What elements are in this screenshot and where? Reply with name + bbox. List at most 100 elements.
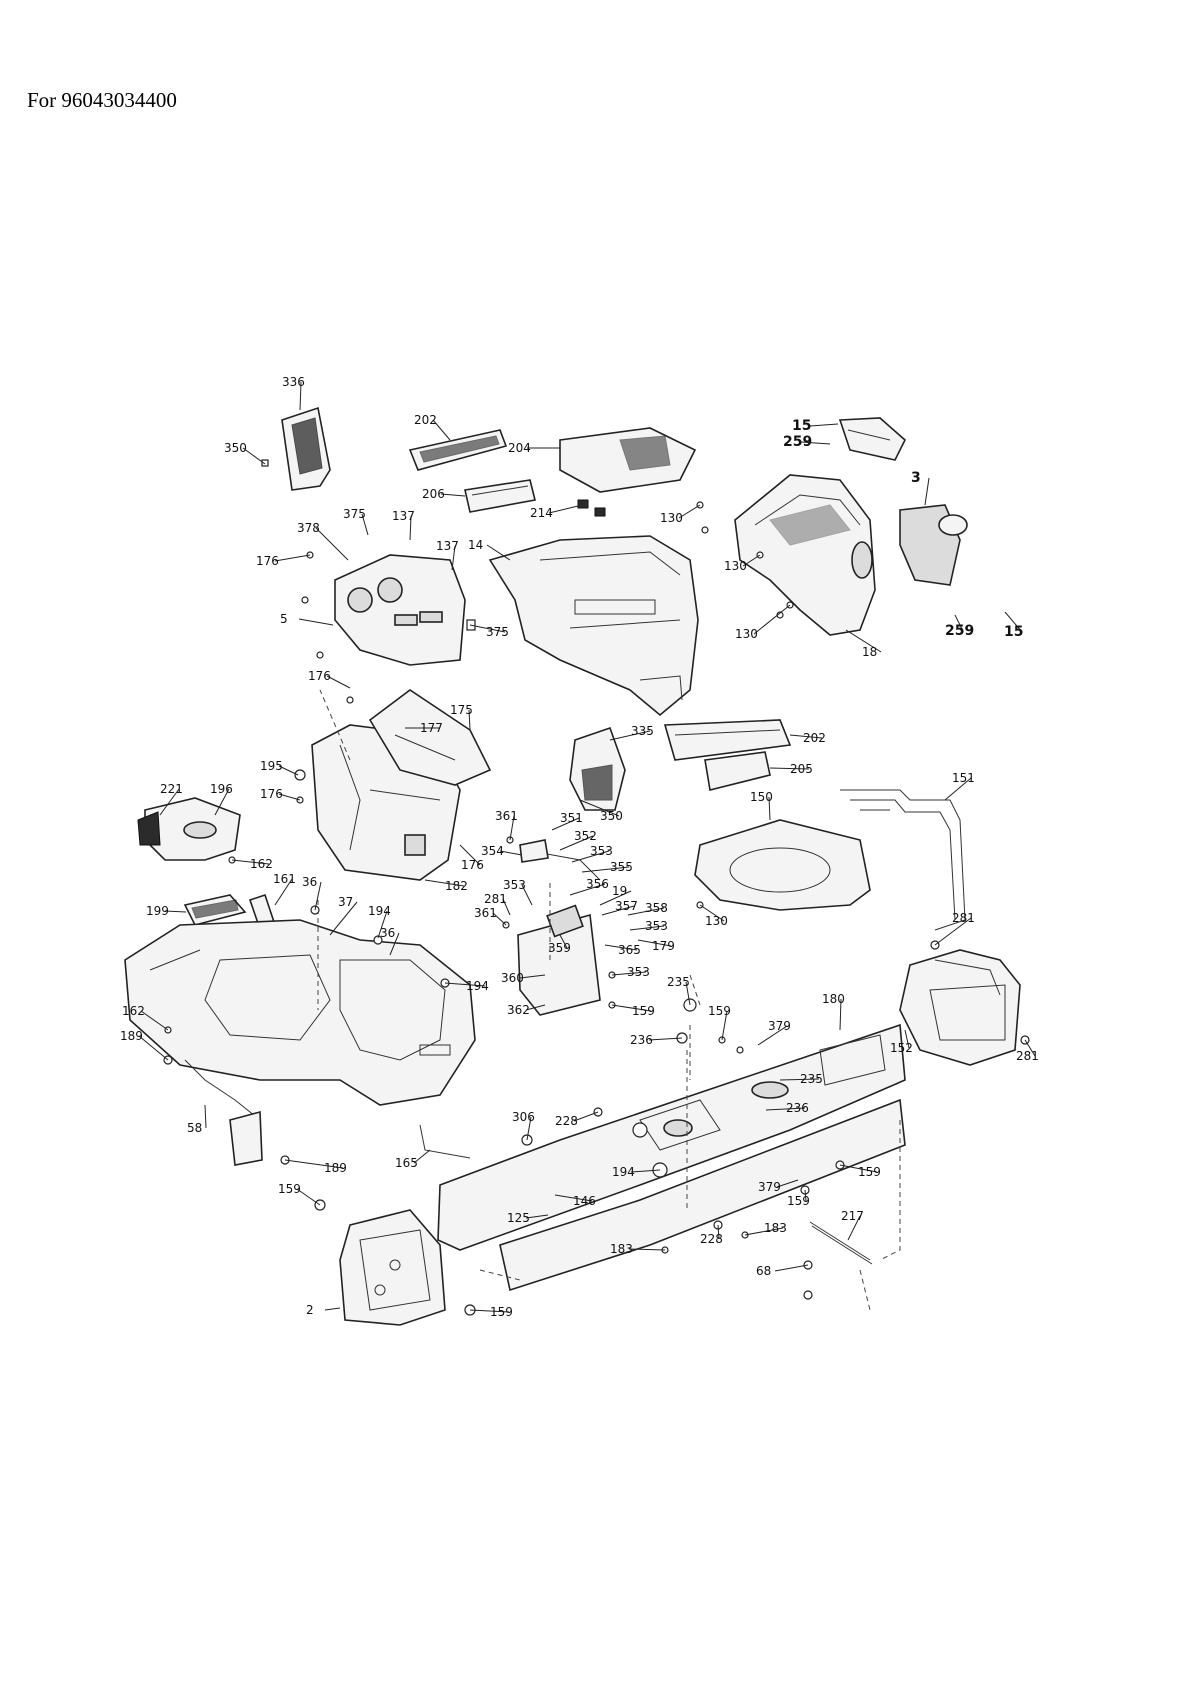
callout-leader-15	[1004, 611, 1023, 633]
callout-leader-353	[629, 925, 665, 931]
callout-leader-183	[744, 1227, 784, 1236]
callout-162: 162	[250, 857, 273, 871]
callout-leader-361	[509, 815, 515, 841]
callout-leader-221	[159, 788, 180, 816]
callout-leader-205	[769, 767, 810, 770]
callout-176: 176	[256, 554, 279, 568]
part-202-grille-lower	[663, 719, 792, 761]
callout-leader-3	[924, 477, 930, 506]
callout-353: 353	[627, 965, 650, 979]
callout-leader-379	[757, 1025, 788, 1046]
callout-leader-182	[424, 879, 465, 887]
callout-leader-354	[499, 850, 523, 856]
callout-leader-378	[315, 527, 349, 561]
callout-leader-353	[571, 850, 610, 863]
callout-130: 130	[735, 627, 758, 641]
callout-2: 2	[306, 1303, 314, 1317]
callout-159: 159	[787, 1194, 810, 1208]
callout-leader-5	[298, 618, 334, 626]
callout-353: 353	[503, 878, 526, 892]
callout-351: 351	[560, 811, 583, 825]
callout-228: 228	[700, 1232, 723, 1246]
part-217-rod	[809, 1221, 873, 1265]
callout-leader-151	[944, 777, 972, 801]
callout-37: 37	[338, 895, 353, 909]
callout-68: 68	[756, 1264, 771, 1278]
callout-leader-259	[800, 441, 831, 445]
callout-leader-18	[845, 629, 882, 653]
callout-176: 176	[260, 787, 283, 801]
callout-176: 176	[308, 669, 331, 683]
callout-137: 137	[436, 539, 459, 553]
callout-leader-183	[628, 1248, 666, 1251]
callout-202: 202	[803, 731, 826, 745]
callout-leader-150	[768, 796, 771, 821]
callout-221: 221	[160, 782, 183, 796]
part-58-bracket	[184, 1059, 263, 1166]
callout-151: 151	[952, 771, 975, 785]
callout-125: 125	[507, 1211, 530, 1225]
callout-leader-176	[274, 554, 311, 562]
part-15-headlight-bracket	[838, 417, 906, 461]
callout-leader-130	[742, 554, 761, 567]
callout-leader-202	[789, 734, 823, 739]
callout-137: 137	[392, 509, 415, 523]
part-37-rear-fender	[124, 919, 476, 1106]
callout-189: 189	[120, 1029, 143, 1043]
callout-leader-68	[774, 1264, 809, 1272]
callout-259: 259	[783, 434, 812, 450]
callout-152: 152	[890, 1041, 913, 1055]
callout-leader-281	[934, 917, 972, 946]
callout-leader-37	[329, 901, 358, 936]
callout-357: 357	[615, 899, 638, 913]
callout-259: 259	[945, 623, 974, 639]
callout-379: 379	[758, 1180, 781, 1194]
callout-183: 183	[610, 1242, 633, 1256]
callout-leader-281	[1024, 1039, 1036, 1057]
part-18-front-bumper	[734, 474, 876, 636]
callout-202: 202	[414, 413, 437, 427]
callout-375: 375	[486, 625, 509, 639]
callout-leader-259	[954, 614, 964, 632]
callout-leader-217	[847, 1215, 861, 1241]
callout-177: 177	[420, 721, 443, 735]
callout-leader-199	[164, 910, 187, 913]
callout-379: 379	[768, 1019, 791, 1033]
callout-leader-358	[627, 907, 665, 916]
callout-281: 281	[1016, 1049, 1039, 1063]
callout-18: 18	[862, 645, 877, 659]
callout-leader-19	[599, 890, 632, 906]
callout-194: 194	[466, 979, 489, 993]
callout-217: 217	[841, 1209, 864, 1223]
callout-leader-351	[551, 817, 580, 831]
callout-leader-356	[569, 883, 606, 896]
callout-leader-236	[648, 1037, 683, 1041]
callout-leader-175	[468, 709, 471, 731]
callout-leader-36	[314, 881, 322, 911]
callout-leader-375	[469, 624, 506, 633]
callout-leader-162	[231, 859, 270, 865]
callout-36: 36	[302, 875, 317, 889]
callout-159: 159	[278, 1182, 301, 1196]
callout-leader-194	[630, 1169, 661, 1173]
callout-353: 353	[590, 844, 613, 858]
callout-159: 159	[708, 1004, 731, 1018]
callout-leader-58	[204, 1104, 207, 1129]
callout-leader-350	[579, 799, 620, 817]
callout-58: 58	[187, 1121, 202, 1135]
callout-leader-146	[554, 1194, 593, 1202]
callout-36: 36	[380, 926, 395, 940]
callout-130: 130	[705, 914, 728, 928]
callout-183: 183	[764, 1221, 787, 1235]
page-header: For 96043034400	[27, 88, 177, 112]
callout-179: 179	[652, 939, 675, 953]
part-150-deck-plate	[694, 819, 871, 911]
callout-353: 353	[645, 919, 668, 933]
callout-3: 3	[911, 470, 921, 486]
callout-leader-189	[138, 1035, 169, 1061]
callout-175: 175	[450, 703, 473, 717]
callout-leader-159	[804, 1189, 807, 1202]
callout-leader-206	[440, 493, 466, 497]
